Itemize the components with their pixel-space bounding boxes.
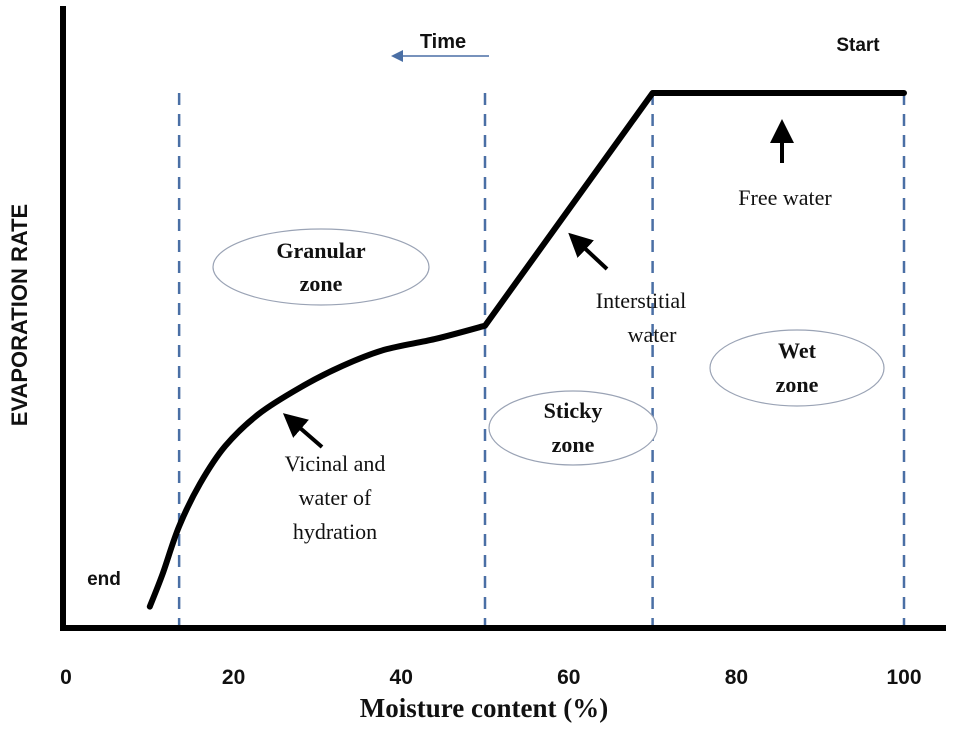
- end-label: end: [87, 569, 121, 590]
- x-tick-label: 0: [60, 666, 72, 689]
- y-axis-title: EVAPORATION RATE: [7, 204, 32, 426]
- x-tick-label: 80: [725, 666, 748, 689]
- wet-zone: Wet zone: [709, 329, 885, 407]
- evaporation-curve: [146, 90, 907, 610]
- x-tick-label: 40: [390, 666, 413, 689]
- zone-boundaries: [177, 93, 906, 628]
- vicinal-label-3: hydration: [293, 519, 377, 544]
- x-axis-title: Moisture content (%): [360, 693, 608, 723]
- x-tick-label: 20: [222, 666, 245, 689]
- x-tick-label: 100: [886, 666, 921, 689]
- start-label: Start: [836, 35, 880, 56]
- x-tick-label: 60: [557, 666, 580, 689]
- granular-zone: Granular zone: [212, 228, 430, 306]
- sticky-zone: Sticky zone: [488, 390, 658, 466]
- free-water-label: Free water: [738, 185, 832, 210]
- wet-zone-label-2: zone: [776, 372, 819, 397]
- granular-zone-label-1: Granular: [276, 238, 365, 263]
- vicinal-label-2: water of: [299, 485, 372, 510]
- wet-zone-label-1: Wet: [778, 338, 817, 363]
- interstitial-arrow: [568, 232, 609, 271]
- interstitial-label-2: water: [628, 322, 678, 347]
- time-label: Time: [420, 31, 466, 53]
- vicinal-arrow: [282, 413, 324, 449]
- x-tick-labels: 0 20 40 60 80 100: [60, 666, 921, 689]
- sticky-zone-label-1: Sticky: [544, 398, 603, 423]
- sticky-zone-label-2: zone: [552, 432, 595, 457]
- granular-zone-label-2: zone: [300, 271, 343, 296]
- interstitial-label-1: Interstitial: [596, 288, 686, 313]
- vicinal-label-1: Vicinal and: [285, 451, 386, 476]
